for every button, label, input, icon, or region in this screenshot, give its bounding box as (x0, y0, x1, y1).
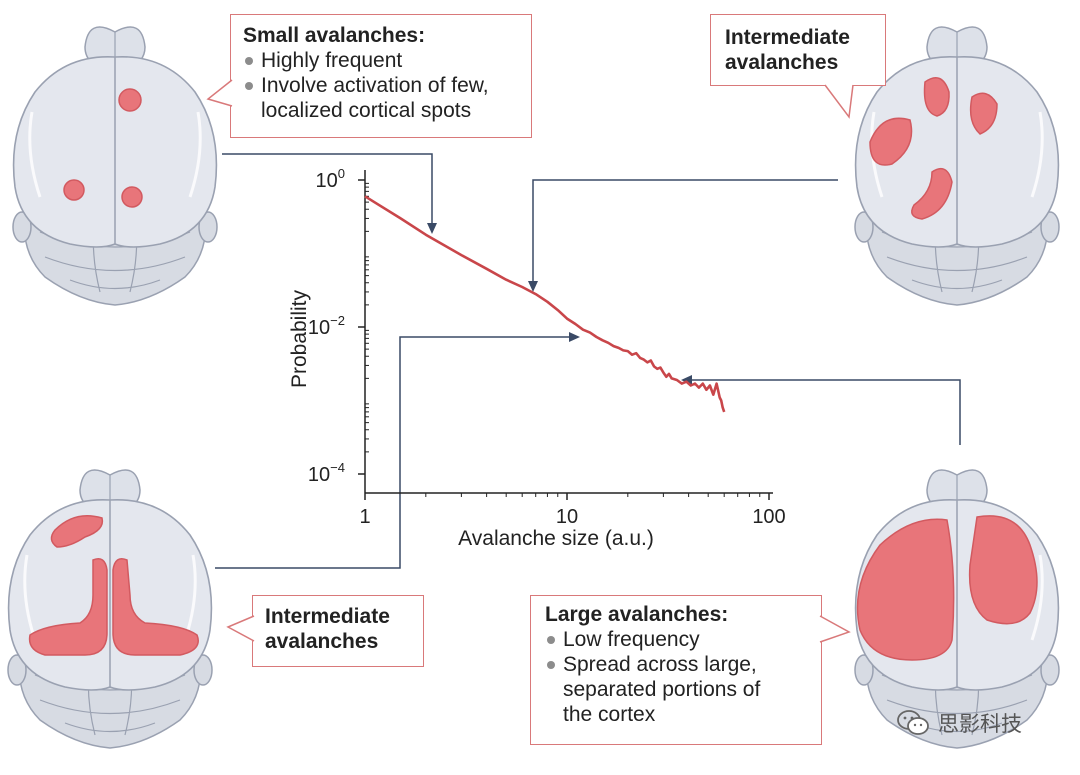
callout-small-avalanches: Small avalanches: Highly frequent Involv… (206, 14, 532, 138)
chart-ticks: 1 10 100 100 10−2 10−4 (308, 166, 786, 528)
y-axis-label: Probability (288, 289, 311, 388)
watermark: 思影科技 (896, 708, 1022, 738)
callout-bullet-line: the cortex (563, 703, 656, 726)
arrow-large (683, 379, 961, 445)
activation-spot (856, 518, 955, 661)
arrow-intermediate-top (532, 179, 838, 290)
activation-spot (28, 558, 108, 656)
activation-spot (911, 167, 953, 220)
chart-minor-ticks (365, 182, 761, 497)
arrow-small (222, 153, 433, 232)
callout-bullet: Spread across large, separated portions … (545, 652, 760, 727)
brain-large-avalanche (853, 468, 1061, 750)
callout-bullet-line: Involve activation of few, (261, 74, 489, 97)
y-tick-label: 10−2 (308, 313, 345, 339)
callout-title-line: Intermediate (265, 605, 390, 628)
activation-spot (968, 515, 1038, 625)
callout-intermediate-bottom: Intermediate avalanches (226, 595, 424, 667)
callout-intermediate-top: Intermediate avalanches (710, 14, 886, 119)
brain-intermediate-top (853, 25, 1061, 307)
callout-bullet-line: localized cortical spots (261, 99, 472, 122)
connector-arrows (215, 153, 961, 569)
activation-spot (118, 88, 142, 112)
callout-tail (824, 84, 854, 119)
callout-bullet: Highly frequent (243, 48, 489, 73)
callout-tail (226, 615, 255, 642)
watermark-text: 思影科技 (938, 712, 1022, 736)
chart-series (364, 195, 726, 413)
activation-spot (869, 117, 913, 166)
callout-title-line: avalanches (265, 630, 379, 653)
chart-axes (364, 170, 773, 494)
activation-spot (923, 77, 950, 117)
callout-bullet-line: Spread across large, (563, 653, 757, 676)
callout-bullet-line: separated portions of (563, 678, 761, 701)
y-tick-label: 100 (316, 166, 345, 192)
activation-spot (969, 92, 998, 135)
callout-bullet: Involve activation of few, localized cor… (243, 73, 489, 123)
x-tick-label: 1 (359, 506, 370, 528)
callout-tail (819, 615, 851, 643)
activation-spot (50, 515, 104, 548)
callout-title-line: avalanches (725, 51, 839, 74)
callout-bullet: Low frequency (545, 627, 760, 652)
arrow-intermediate-bottom (215, 336, 578, 569)
brain-intermediate-bottom (6, 468, 214, 750)
x-axis-label: Avalanche size (a.u.) (458, 527, 654, 550)
activation-spot (63, 179, 85, 201)
callout-title-line: Intermediate (725, 26, 850, 49)
callout-tail (206, 79, 233, 107)
y-tick-label: 10−4 (308, 460, 345, 486)
activation-spot (121, 186, 143, 208)
series-line (364, 195, 726, 413)
activation-spot (112, 558, 199, 656)
wechat-icon (897, 710, 929, 735)
brain-small-avalanche (11, 25, 219, 307)
callout-title: Small avalanches: (243, 24, 426, 47)
callout-large-avalanches: Large avalanches: Low frequency Spread a… (530, 595, 851, 745)
x-tick-label: 100 (752, 506, 785, 528)
callout-title: Large avalanches: (545, 603, 729, 626)
x-tick-label: 10 (556, 506, 578, 528)
